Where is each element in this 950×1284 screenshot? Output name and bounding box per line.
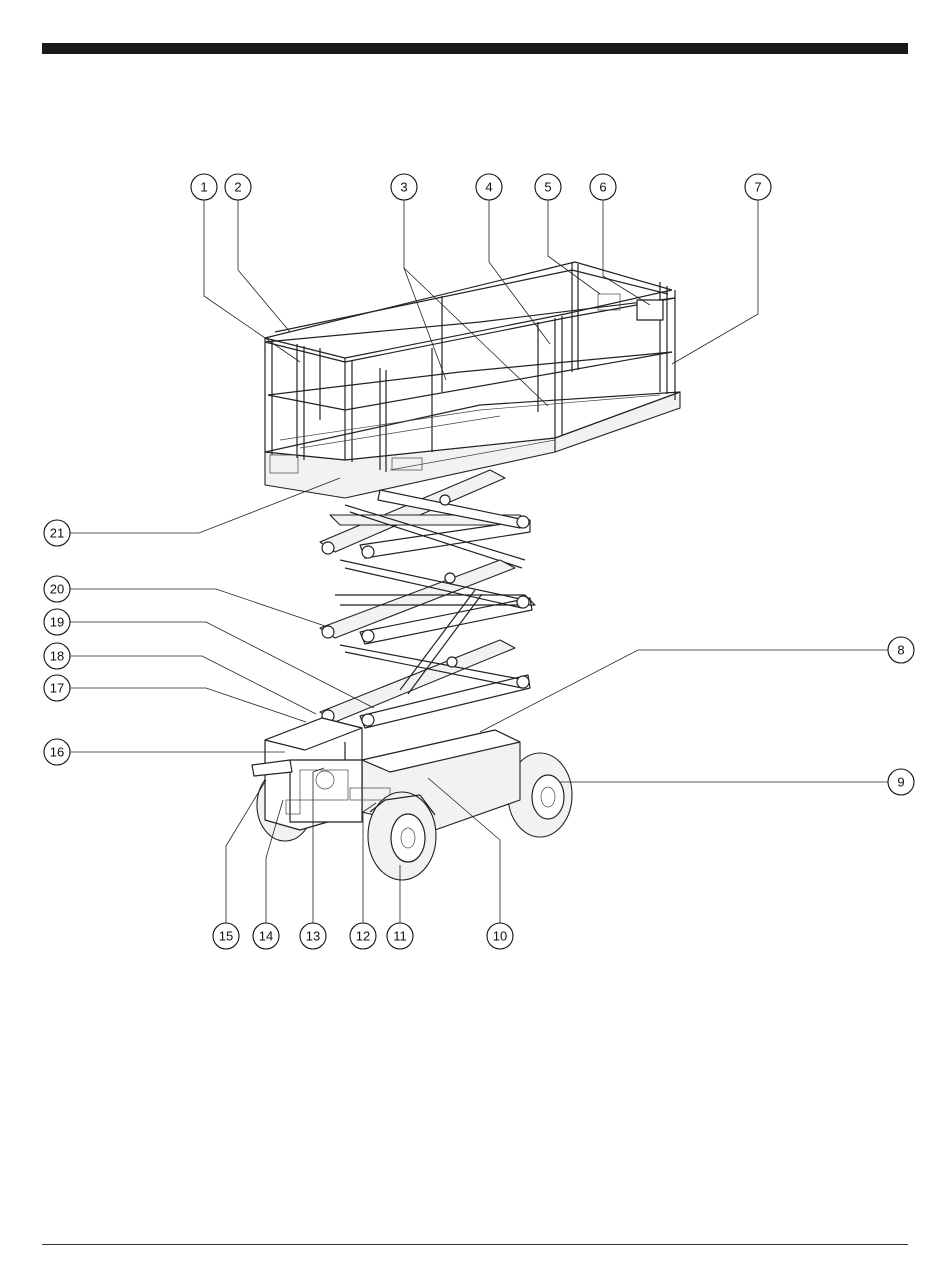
callout-label: 8 (897, 643, 904, 658)
callout-label: 10 (493, 929, 507, 944)
callout-9: 9 (888, 769, 914, 795)
callout-2: 2 (225, 174, 251, 200)
footer-rule (42, 1244, 908, 1245)
callout-16: 16 (44, 739, 70, 765)
callout-label: 9 (897, 775, 904, 790)
callout-14: 14 (253, 923, 279, 949)
callout-label: 15 (219, 929, 233, 944)
callout-20: 20 (44, 576, 70, 602)
callout-15: 15 (213, 923, 239, 949)
callout-label: 18 (50, 649, 64, 664)
scissor-arms (320, 470, 535, 728)
callout-label: 2 (234, 180, 241, 195)
callout-label: 1 (200, 180, 207, 195)
machine-illustration (252, 262, 680, 880)
callout-10: 10 (487, 923, 513, 949)
callout-4: 4 (476, 174, 502, 200)
callout-label: 17 (50, 681, 64, 696)
callout-label: 21 (50, 526, 64, 541)
callout-13: 13 (300, 923, 326, 949)
callout-label: 11 (393, 929, 407, 944)
callout-label: 20 (50, 582, 64, 597)
callout-label: 13 (306, 929, 320, 944)
chassis (252, 718, 572, 880)
platform (265, 262, 680, 498)
callout-21: 21 (44, 520, 70, 546)
callout-label: 6 (599, 180, 606, 195)
callout-1: 1 (191, 174, 217, 200)
callout-5: 5 (535, 174, 561, 200)
callout-label: 4 (485, 180, 492, 195)
callout-label: 3 (400, 180, 407, 195)
callout-label: 12 (356, 929, 370, 944)
callout-label: 16 (50, 745, 64, 760)
callout-label: 19 (50, 615, 64, 630)
callout-19: 19 (44, 609, 70, 635)
callout-17: 17 (44, 675, 70, 701)
callout-label: 14 (259, 929, 273, 944)
callout-6: 6 (590, 174, 616, 200)
callout-12: 12 (350, 923, 376, 949)
callout-3: 3 (391, 174, 417, 200)
callout-11: 11 (387, 923, 413, 949)
callout-label: 7 (754, 180, 761, 195)
callout-18: 18 (44, 643, 70, 669)
callout-label: 5 (544, 180, 551, 195)
callout-8: 8 (888, 637, 914, 663)
callout-7: 7 (745, 174, 771, 200)
